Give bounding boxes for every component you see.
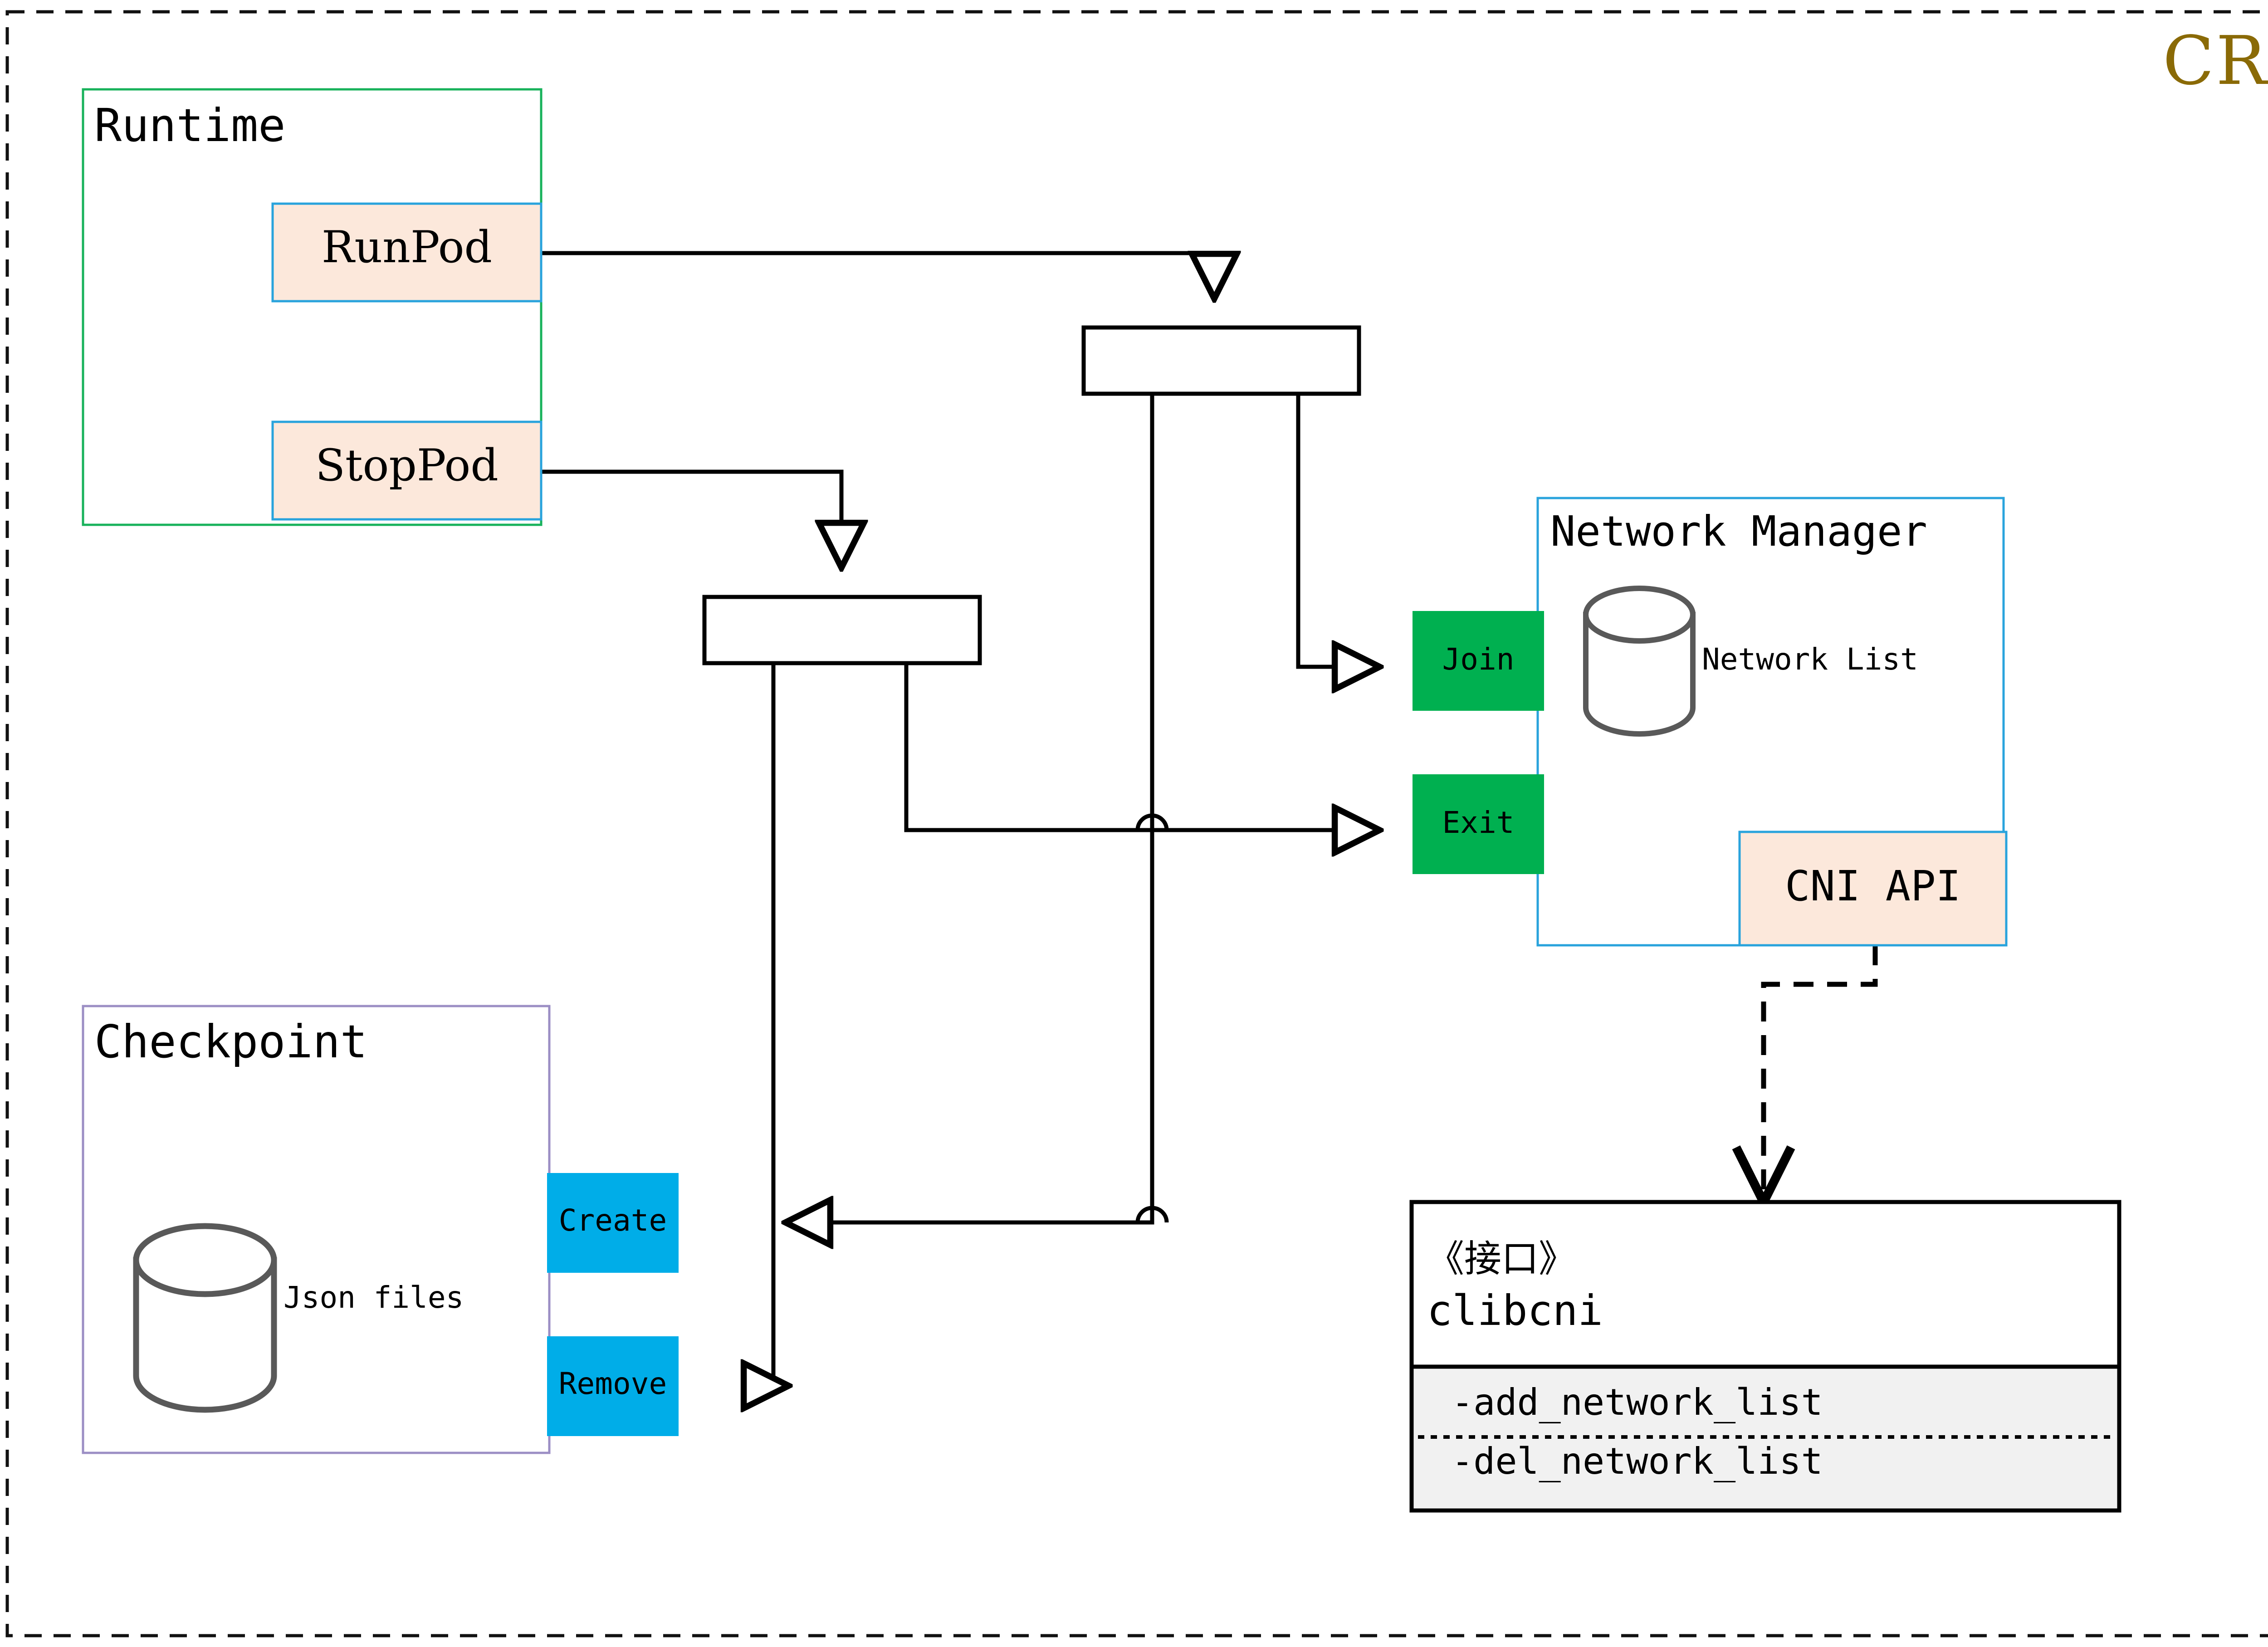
stoppod-label[interactable]: StopPod xyxy=(315,440,499,491)
fork-bar-upper xyxy=(1081,325,1361,396)
stoppod-box xyxy=(271,420,543,521)
json-files-label: Json files xyxy=(284,1280,464,1315)
create-label[interactable]: Create xyxy=(558,1203,667,1238)
runtime-group-box xyxy=(82,88,543,526)
json-files-cylinder-icon xyxy=(133,1223,277,1413)
edge-runpod-to-fork-upper xyxy=(541,253,1214,297)
line-hop-exit xyxy=(1135,813,1169,831)
edge-fork-lower-right-to-exit xyxy=(904,663,1378,830)
edge-stoppod-to-fork-lower xyxy=(541,469,841,566)
outer-frame xyxy=(5,10,2268,1637)
cni-api-label[interactable]: CNI API xyxy=(1785,862,1961,910)
network-list-label: Network List xyxy=(1702,642,1918,677)
join-label[interactable]: Join xyxy=(1442,642,1515,677)
clibcni-name: clibcni xyxy=(1427,1286,1603,1335)
join-box xyxy=(1413,611,1544,711)
remove-label[interactable]: Remove xyxy=(558,1366,667,1401)
exit-label[interactable]: Exit xyxy=(1442,805,1515,840)
line-hop-create xyxy=(1135,1206,1169,1223)
runpod-box xyxy=(271,202,543,303)
checkpoint-group-label: Checkpoint xyxy=(94,1015,368,1068)
clibcni-stereotype: 《接口》 xyxy=(1427,1237,1576,1280)
edge-cni-api-to-clibcni xyxy=(1764,945,1878,1200)
runpod-label[interactable]: RunPod xyxy=(322,222,492,273)
edge-fork-upper-right-to-join xyxy=(1296,394,1378,667)
edge-fork-lower-left-to-remove xyxy=(773,663,787,1386)
edge-fork-upper-left-to-create xyxy=(787,394,1154,1222)
diagram-title: CRI xyxy=(2163,22,2268,100)
fork-bar-lower xyxy=(702,595,982,665)
cni-api-box xyxy=(1738,831,2008,947)
clibcni-method-del: -del_network_list xyxy=(1452,1440,1823,1482)
remove-box xyxy=(547,1336,679,1436)
network-list-cylinder-icon xyxy=(1583,586,1696,737)
runtime-group-label: Runtime xyxy=(94,99,286,152)
network-manager-group-label: Network Manager xyxy=(1550,507,1927,556)
exit-box xyxy=(1413,774,1544,874)
clibcni-method-add: -add_network_list xyxy=(1452,1381,1823,1423)
create-box xyxy=(547,1173,679,1273)
